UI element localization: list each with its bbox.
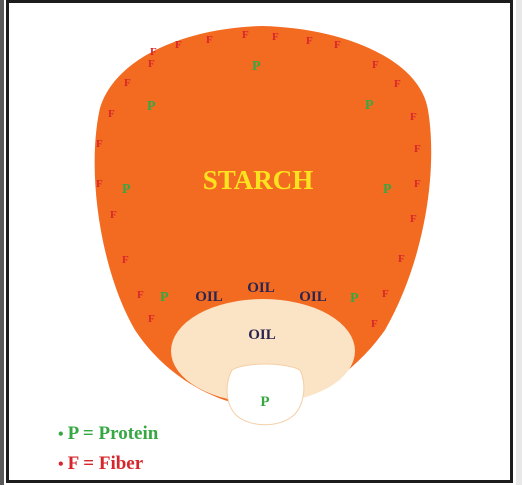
fiber-mark: F xyxy=(122,254,129,266)
fiber-mark: F xyxy=(148,58,155,70)
protein-mark: P xyxy=(365,98,374,113)
fiber-mark: F xyxy=(382,288,389,300)
legend-protein-text: P = Protein xyxy=(67,423,159,444)
frame-left-edge xyxy=(0,0,4,485)
fiber-mark: F xyxy=(96,138,103,150)
oil-labels: OIL OIL OIL OIL xyxy=(195,280,327,343)
fiber-mark: F xyxy=(137,289,144,301)
fiber-mark: F xyxy=(394,78,401,90)
fiber-mark: F xyxy=(306,35,313,47)
oil-label: OIL xyxy=(195,289,223,305)
protein-mark: P xyxy=(350,291,359,306)
fiber-mark: F xyxy=(272,31,279,43)
fiber-mark: F xyxy=(108,108,115,120)
oil-label: OIL xyxy=(247,280,275,296)
legend-bullet: • xyxy=(58,426,64,443)
oil-label: OIL xyxy=(299,289,327,305)
fiber-mark: F xyxy=(148,313,155,325)
legend-fiber-text: F = Fiber xyxy=(67,453,144,474)
protein-mark: P xyxy=(383,182,392,197)
oil-label: OIL xyxy=(248,327,276,343)
fiber-mark: F xyxy=(414,178,421,190)
legend-protein: •P = Protein xyxy=(58,423,158,445)
fiber-mark: F xyxy=(96,178,103,190)
fiber-marks: F F F F F F F F F F F F F F F F F F F F … xyxy=(96,29,421,330)
protein-marks: P P P P P P P xyxy=(122,59,392,306)
fiber-mark: F xyxy=(334,39,341,51)
germ-oil-region xyxy=(171,299,355,403)
fiber-mark: F xyxy=(124,77,131,89)
protein-mark: P xyxy=(160,290,169,305)
fiber-mark: F xyxy=(110,209,117,221)
fiber-mark: F xyxy=(206,34,213,46)
fiber-mark: F xyxy=(242,29,249,41)
protein-mark: P xyxy=(147,99,156,114)
starch-label: STARCH xyxy=(203,165,314,195)
fiber-mark: F xyxy=(410,213,417,225)
fiber-mark: F xyxy=(398,253,405,265)
fiber-mark: F xyxy=(414,143,421,155)
frame-right-edge xyxy=(516,0,522,485)
protein-mark: P xyxy=(122,182,131,197)
fiber-mark: F xyxy=(371,318,378,330)
legend-fiber: •F = Fiber xyxy=(58,453,143,475)
fiber-mark: F xyxy=(150,46,157,58)
fiber-mark: F xyxy=(175,39,182,51)
fiber-mark: F xyxy=(410,111,417,123)
fiber-mark: F xyxy=(372,59,379,71)
starch-endosperm xyxy=(94,26,432,408)
embryo-region xyxy=(226,363,305,426)
embryo-protein-label: P xyxy=(260,394,269,410)
protein-mark: P xyxy=(252,59,261,74)
legend-bullet: • xyxy=(58,456,64,473)
